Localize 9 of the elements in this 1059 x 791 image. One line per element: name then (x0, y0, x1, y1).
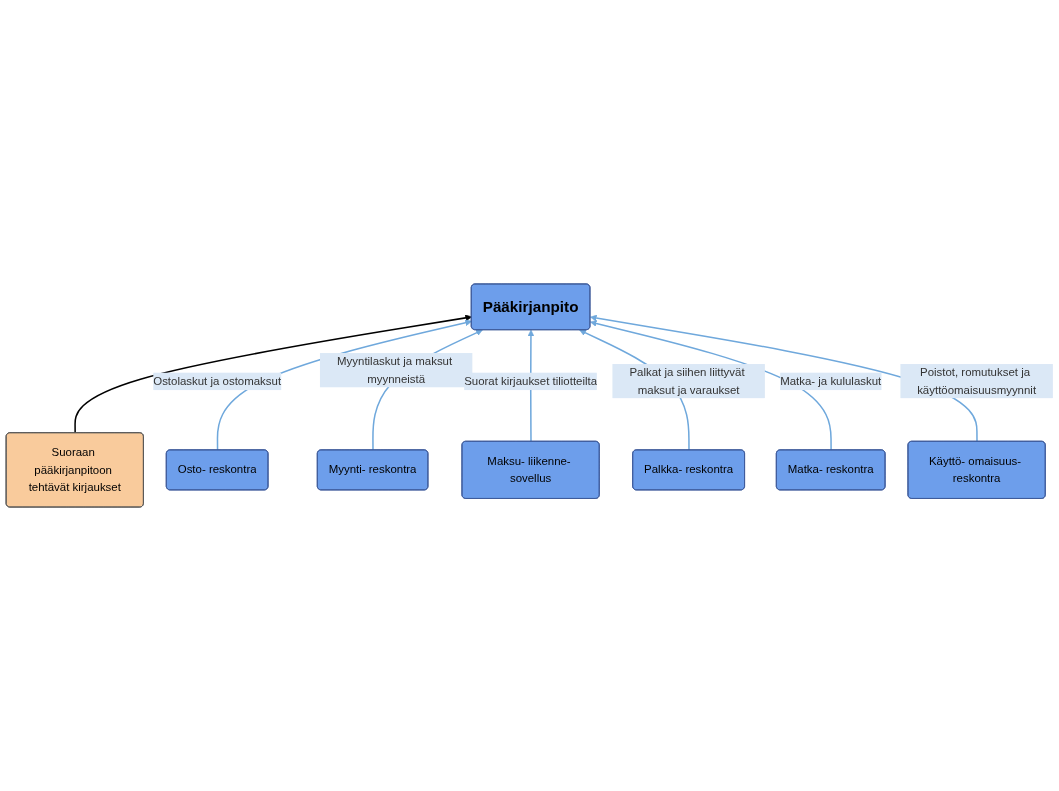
edge-label: Palkat ja siihen liittyvät maksut ja varaukset (629, 365, 745, 396)
edge-label: Matka- ja kululaskut (780, 374, 882, 388)
edge-label: Suorat kirjaukset tiliotteilta (464, 374, 598, 388)
edge-label: Poistot, romutukset ja käyttöomaisuusmyynnit (917, 365, 1037, 396)
arrow (74, 314, 472, 434)
arrow (590, 320, 832, 451)
arrow (590, 314, 978, 443)
edge-label: Myyntilaskut ja maksut myynneistä (337, 354, 453, 385)
edge-label: Ostolaskut ja ostomaksut (153, 374, 282, 388)
